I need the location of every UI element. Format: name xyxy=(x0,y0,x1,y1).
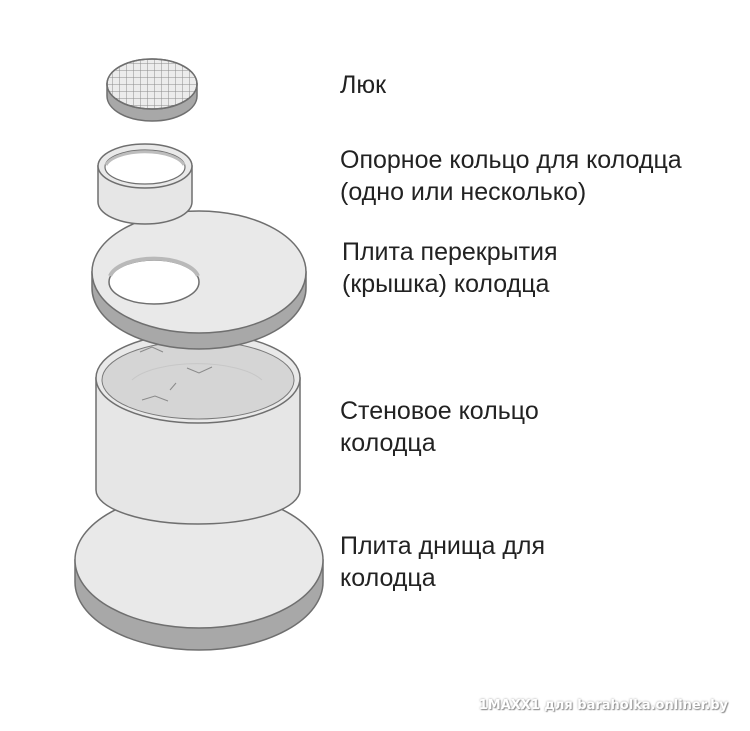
hatch xyxy=(106,58,198,122)
label-wall-ring: Стеновое кольцо колодца xyxy=(340,395,539,459)
label-bottom-slab-line2: колодца xyxy=(340,564,436,592)
label-hatch: Люк xyxy=(340,69,386,101)
label-hatch-line1: Люк xyxy=(340,71,387,99)
cover-slab xyxy=(91,210,307,350)
label-cover-slab: Плита перекрытия (крышка) колодца xyxy=(342,236,558,300)
label-wall-ring-line1: Стеновое кольцо xyxy=(340,397,539,425)
label-bottom-slab: Плита днища для колодца xyxy=(340,530,545,594)
label-wall-ring-line2: колодца xyxy=(340,429,436,457)
label-support-ring-line2: (одно или несколько) xyxy=(340,178,587,206)
label-support-ring: Опорное кольцо для колодца (одно или нес… xyxy=(340,144,682,208)
label-support-ring-line1: Опорное кольцо для колодца xyxy=(340,146,682,174)
label-bottom-slab-line1: Плита днища для xyxy=(340,532,546,560)
support-ring xyxy=(97,143,193,225)
label-cover-slab-line2: (крышка) колодца xyxy=(342,270,550,298)
label-cover-slab-line1: Плита перекрытия xyxy=(342,238,558,266)
watermark: 1MAXX1 для baraholka.onliner.by xyxy=(478,698,728,713)
wall-ring xyxy=(95,332,301,525)
